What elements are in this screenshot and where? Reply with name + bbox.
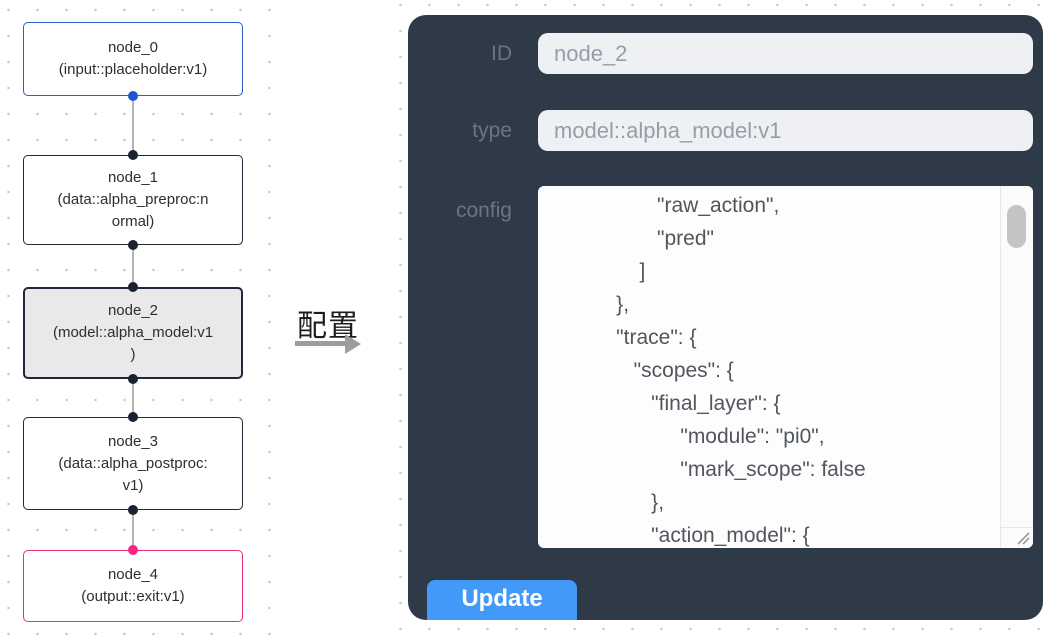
flow-node-node_0[interactable]: node_0 (input::placeholder:v1)	[23, 22, 243, 96]
edge-node2-node3	[132, 379, 134, 417]
arrow-head-icon	[345, 334, 361, 354]
type-field-label: type	[472, 119, 512, 142]
edge-node1-node2	[132, 245, 134, 287]
node-config-panel: ID type config Update	[408, 15, 1043, 620]
id-field-label: ID	[491, 42, 512, 65]
port-node2-top[interactable]	[128, 282, 138, 292]
config-editor	[538, 186, 1033, 548]
textarea-resize-handle[interactable]	[1000, 527, 1033, 548]
resize-grip-icon	[1017, 532, 1030, 545]
port-node3-top[interactable]	[128, 412, 138, 422]
type-input[interactable]	[538, 110, 1033, 151]
port-node3-bottom[interactable]	[128, 505, 138, 515]
update-button[interactable]: Update	[427, 580, 577, 620]
id-field-row: ID	[491, 33, 1033, 74]
config-scrollbar-track[interactable]	[1000, 186, 1033, 527]
id-input[interactable]	[538, 33, 1033, 74]
config-json-textarea[interactable]	[538, 186, 1033, 548]
type-field-row: type	[472, 110, 1033, 151]
config-field-label: config	[455, 199, 512, 222]
edge-node0-node1	[132, 96, 134, 155]
flow-node-node_1[interactable]: node_1 (data::alpha_preproc:n ormal)	[23, 155, 243, 245]
config-scrollbar-thumb[interactable]	[1007, 205, 1026, 248]
port-node0-bottom[interactable]	[128, 91, 138, 101]
flow-node-node_2-selected[interactable]: node_2 (model::alpha_model:v1 )	[23, 287, 243, 379]
flow-node-node_3[interactable]: node_3 (data::alpha_postproc: v1)	[23, 417, 243, 510]
config-field-row: config	[456, 186, 1033, 548]
port-node4-top[interactable]	[128, 545, 138, 555]
port-node2-bottom[interactable]	[128, 374, 138, 384]
port-node1-top[interactable]	[128, 150, 138, 160]
port-node1-bottom[interactable]	[128, 240, 138, 250]
edge-node3-node4	[132, 510, 134, 550]
arrow-icon	[295, 341, 347, 346]
flow-node-node_4[interactable]: node_4 (output::exit:v1)	[23, 550, 243, 622]
